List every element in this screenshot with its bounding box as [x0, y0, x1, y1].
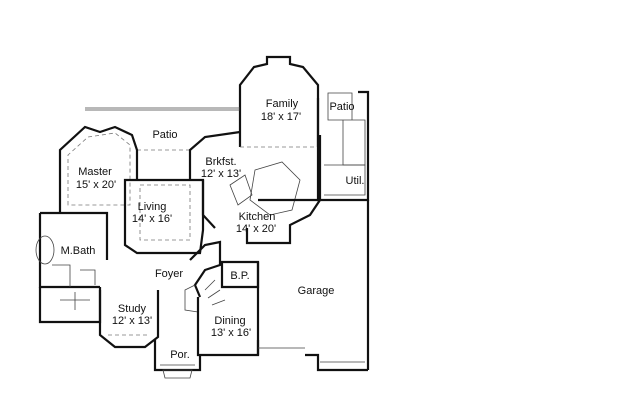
- room-family-size: 18' x 17': [261, 111, 301, 123]
- room-master-size: 15' x 20': [76, 179, 116, 191]
- room-study-name: Study: [118, 303, 147, 315]
- room-patio-right-name: Patio: [329, 101, 354, 113]
- room-kitchen-size: 14' x 20': [236, 223, 276, 235]
- walls: [35, 55, 370, 379]
- room-living-name: Living: [138, 201, 167, 213]
- room-util-name: Util.: [346, 175, 365, 187]
- room-master-name: Master: [78, 166, 112, 178]
- room-labels: Family 18' x 17' Patio Patio Brkfst. 12'…: [61, 98, 365, 361]
- room-patio-name: Patio: [152, 129, 177, 141]
- room-family-name: Family: [266, 98, 299, 110]
- room-living-size: 14' x 16': [132, 213, 172, 225]
- room-brkfst-name: Brkfst.: [205, 156, 236, 168]
- room-porch-name: Por.: [170, 349, 190, 361]
- room-study-size: 12' x 13': [112, 315, 152, 327]
- room-brkfst-size: 12' x 13': [201, 168, 241, 180]
- room-garage-name: Garage: [298, 285, 335, 297]
- room-foyer-name: Foyer: [155, 268, 183, 280]
- room-mbath-name: M.Bath: [61, 245, 96, 257]
- room-bp-name: B.P.: [230, 270, 249, 282]
- room-dining-name: Dining: [214, 315, 245, 327]
- room-dining-size: 13' x 16': [211, 327, 251, 339]
- room-kitchen-name: Kitchen: [239, 211, 276, 223]
